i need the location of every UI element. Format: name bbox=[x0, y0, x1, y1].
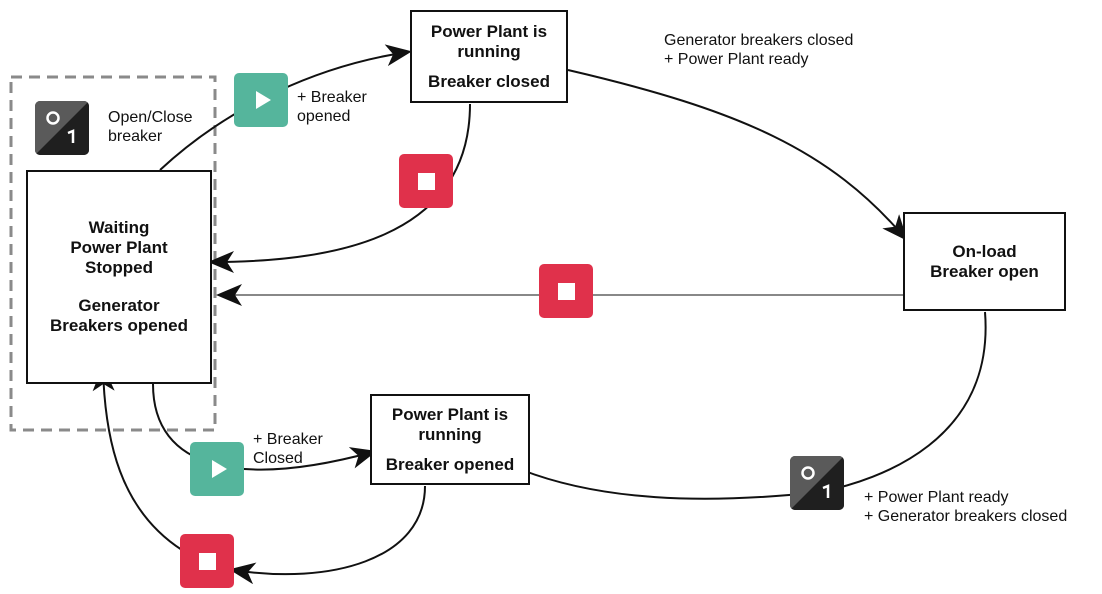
label-plus-breaker-closed-line1: + Breaker bbox=[253, 431, 323, 448]
play-icon bbox=[255, 91, 271, 109]
label-open-close-line2: breaker bbox=[108, 128, 163, 145]
label-open-close-breaker: Open/Close breaker bbox=[108, 108, 193, 146]
label-ready-gen-line1: + Power Plant ready bbox=[864, 489, 1009, 506]
label-gen-breakers-closed-ready: Generator breakers closed + Power Plant … bbox=[664, 31, 853, 69]
state-waiting: Waiting Power Plant Stopped Generator Br… bbox=[26, 170, 212, 384]
breaker-toggle-button-onload[interactable] bbox=[790, 456, 844, 510]
stop-icon bbox=[557, 282, 575, 300]
label-plus-breaker-opened-line1: + Breaker bbox=[297, 89, 367, 106]
start-button-breaker-closed[interactable] bbox=[190, 442, 244, 496]
label-ready-gen-breakers-closed: + Power Plant ready + Generator breakers… bbox=[864, 488, 1067, 526]
state-running-opened-line1: Power Plant is bbox=[391, 404, 509, 424]
arrow-onload-to-running-opened bbox=[521, 311, 987, 500]
state-onload-line2: Breaker open bbox=[930, 261, 1039, 281]
state-running-opened-line3: Breaker opened bbox=[385, 454, 515, 474]
stop-button-onload[interactable] bbox=[539, 264, 593, 318]
state-running-closed-line2: running bbox=[457, 41, 521, 61]
label-plus-breaker-closed: + Breaker Closed bbox=[253, 430, 323, 468]
arrow-stop-to-waiting bbox=[92, 365, 183, 551]
state-waiting-line1: Waiting bbox=[88, 218, 150, 237]
stop-button-running-closed[interactable] bbox=[399, 154, 453, 208]
breaker-toggle-icon bbox=[35, 101, 89, 155]
arrow-running-closed-to-waiting bbox=[208, 103, 471, 273]
play-icon bbox=[211, 460, 227, 478]
arrow-running-closed-to-onload bbox=[567, 69, 908, 242]
state-running-closed-line3: Breaker closed bbox=[428, 71, 550, 91]
state-waiting-line5: Breakers opened bbox=[50, 316, 188, 335]
stop-button-running-opened[interactable] bbox=[180, 534, 234, 588]
state-running-opened-line2: running bbox=[418, 424, 482, 444]
label-plus-breaker-opened: + Breaker opened bbox=[297, 88, 367, 126]
breaker-toggle-icon bbox=[790, 456, 844, 510]
state-running-closed-line1: Power Plant is bbox=[430, 21, 548, 41]
label-gen-breakers-closed-line1: Generator breakers closed bbox=[664, 32, 854, 49]
state-waiting-line3: Stopped bbox=[85, 258, 153, 277]
label-open-close-line1: Open/Close bbox=[108, 109, 193, 126]
state-running-breaker-closed: Power Plant is running Breaker closed bbox=[410, 10, 568, 103]
label-plus-breaker-closed-line2: Closed bbox=[253, 450, 303, 467]
stop-icon bbox=[198, 552, 216, 570]
label-ready-gen-line2: + Generator breakers closed bbox=[864, 508, 1068, 525]
state-waiting-line4: Generator bbox=[78, 296, 160, 315]
label-gen-breakers-closed-line2: + Power Plant ready bbox=[664, 51, 809, 68]
state-onload: On-load Breaker open bbox=[903, 212, 1066, 311]
state-waiting-line2: Power Plant bbox=[70, 238, 168, 257]
label-plus-breaker-opened-line2: opened bbox=[297, 108, 351, 125]
stop-icon bbox=[417, 172, 435, 190]
arrow-running-opened-to-stop bbox=[229, 485, 426, 585]
state-running-breaker-opened: Power Plant is running Breaker opened bbox=[370, 394, 530, 485]
start-button-breaker-opened[interactable] bbox=[234, 73, 288, 127]
state-onload-line1: On-load bbox=[952, 241, 1017, 261]
breaker-toggle-button[interactable] bbox=[35, 101, 89, 155]
